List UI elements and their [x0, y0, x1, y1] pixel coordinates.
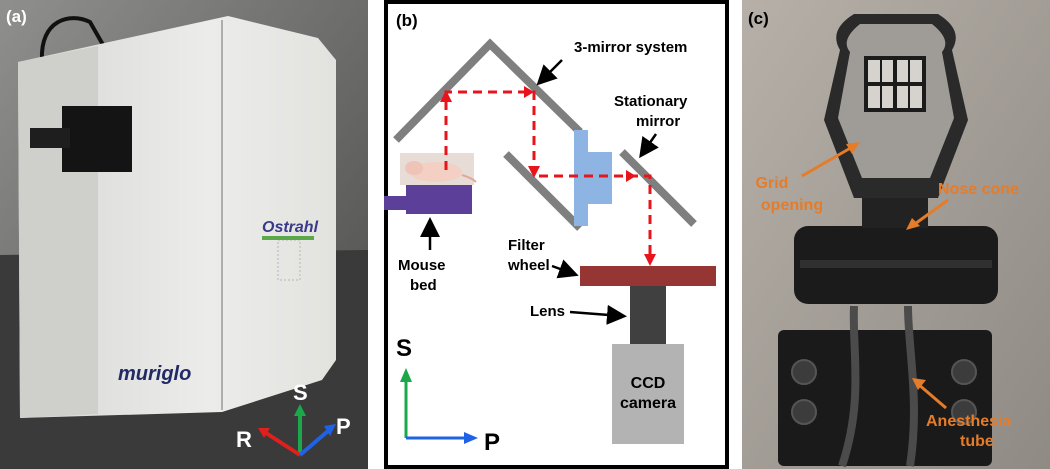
- pointer-stationary-mirror: [639, 133, 659, 159]
- pointer-grid-opening: [801, 144, 855, 178]
- anesthesia-tube-left: [838, 305, 860, 468]
- mouse-image: [400, 153, 477, 185]
- optical-schematic: (b) CCD: [384, 0, 729, 469]
- axis-r-arrow: [264, 431, 302, 457]
- pointer-lens: [569, 304, 627, 325]
- light-arrowhead-down-1: [528, 166, 540, 178]
- anesthesia-tube-right: [904, 305, 918, 467]
- pointer-filter-wheel: [551, 259, 579, 279]
- mounting-plate: [778, 330, 992, 466]
- label-stationary-1: Stationary: [614, 93, 688, 110]
- label-stationary-2: mirror: [636, 113, 680, 130]
- label-nose-cone: Nose cone: [938, 181, 1019, 198]
- mouse-bed: [406, 184, 472, 214]
- vent-grille: [277, 239, 301, 281]
- axis-s-arrowhead: [294, 404, 306, 416]
- panel-a-photo: Ostrahl muriglo (a) S R P: [0, 0, 368, 469]
- stationary-mirror: [619, 149, 697, 227]
- filter-block: [578, 152, 612, 204]
- label-grid-2: opening: [761, 197, 823, 214]
- pointer-anesthesia-tube: [917, 382, 947, 410]
- axis-r-label: R: [236, 427, 252, 452]
- label-lens: Lens: [530, 303, 565, 320]
- nose-cone: [862, 198, 928, 228]
- label-filter-1: Filter: [508, 237, 545, 254]
- light-arrowhead-down-2: [644, 254, 656, 266]
- light-arrowhead-right-1: [524, 86, 534, 98]
- pointer-nose-arrowhead: [906, 218, 920, 230]
- axis-p-arrowhead: [464, 432, 478, 444]
- filter-wheel: [580, 266, 716, 286]
- label-mouse-2: bed: [410, 277, 437, 294]
- mouse-bed-rail: [384, 196, 408, 210]
- imager-photo: Ostrahl muriglo (a) S R P: [0, 0, 368, 469]
- lens: [630, 286, 666, 346]
- mount-bracket: [30, 128, 70, 148]
- brand-logo-stripe: [262, 236, 314, 240]
- mounting-screws: [791, 359, 977, 425]
- panel-b-schematic: (b) CCD: [384, 0, 729, 469]
- label-mouse-1: Mouse: [398, 257, 446, 274]
- axis-r-arrowhead: [258, 428, 270, 438]
- ccd-camera: [612, 344, 684, 444]
- lower-mirror: [503, 151, 583, 231]
- product-logo: muriglo: [118, 363, 191, 385]
- ccd-label-line2: camera: [620, 395, 676, 412]
- axis-p-arrowhead: [324, 424, 336, 436]
- label-grid-1: Grid: [756, 175, 789, 192]
- axis-s-arrowhead: [400, 368, 412, 382]
- pointer-grid-arrowhead: [846, 142, 860, 154]
- three-mirror-system: [393, 38, 583, 143]
- pointer-anesthesia-arrowhead: [912, 378, 926, 390]
- axis-p-arrow: [298, 429, 330, 457]
- axis-s-label: S: [396, 335, 412, 362]
- label-anesthesia-1: Anesthesia: [926, 413, 1011, 430]
- panel-b-tag: (b): [396, 11, 418, 30]
- panel-c-tag: (c): [748, 9, 769, 28]
- ccd-label-line1: CCD: [631, 375, 666, 392]
- light-arrowhead-up: [440, 90, 452, 102]
- cabinet-side: [18, 46, 98, 418]
- nose-cone-ridge: [800, 260, 992, 268]
- light-arrowhead-right-2: [626, 170, 636, 182]
- nose-cone-photo: (c) Grid opening Nose cone Anesthesia tu…: [742, 0, 1050, 469]
- panel-c-photo: (c) Grid opening Nose cone Anesthesia tu…: [742, 0, 1050, 469]
- label-mirror-system: 3-mirror system: [574, 39, 687, 56]
- axis-p-label: P: [484, 429, 500, 456]
- pointer-mirror-system: [536, 59, 563, 86]
- panel-a-tag: (a): [6, 7, 27, 26]
- cable: [39, 16, 108, 61]
- brand-logo: Ostrahl: [262, 219, 319, 236]
- orientation-axes: S R P: [236, 380, 351, 457]
- label-filter-2: wheel: [507, 257, 550, 274]
- pointer-nose-cone: [911, 198, 949, 228]
- axis-p-label: P: [336, 414, 351, 439]
- side-mount: [62, 106, 132, 172]
- label-anesthesia-2: tube: [960, 433, 994, 450]
- axis-s-label: S: [293, 380, 308, 405]
